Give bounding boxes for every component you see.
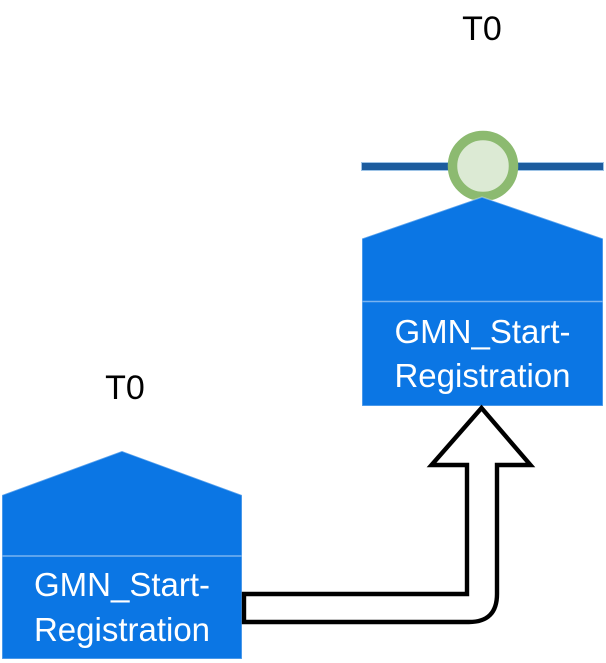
right-block-shape bbox=[361, 196, 604, 407]
timeline-event-circle bbox=[447, 130, 519, 202]
left-block-label-line1: GMN_Start- bbox=[33, 566, 211, 604]
left-block-label: GMN_Start- Registration bbox=[2, 556, 242, 659]
right-block-time-label: T0 bbox=[462, 10, 502, 48]
right-block-label-line2: Registration bbox=[394, 357, 571, 394]
left-block-shape bbox=[1, 450, 243, 660]
left-block-time-label: T0 bbox=[105, 369, 145, 407]
right-block-label-line1: GMN_Start- bbox=[394, 312, 571, 350]
right-block-label: GMN_Start- Registration bbox=[362, 302, 603, 406]
left-block-label-line2: Registration bbox=[33, 610, 211, 648]
connector-arrow bbox=[241, 404, 536, 625]
